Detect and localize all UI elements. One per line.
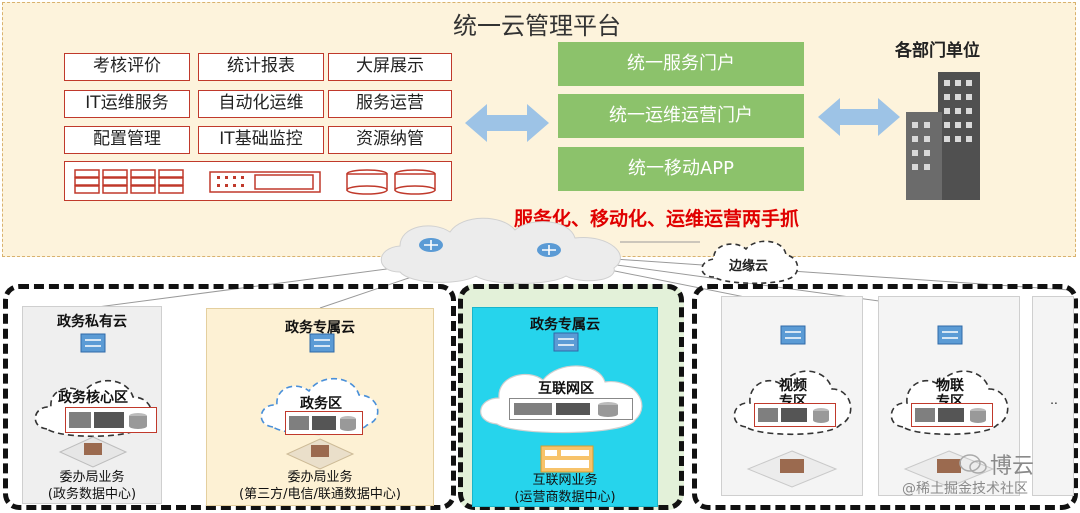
iot-zone-label-line1: 物联	[936, 378, 964, 394]
function-it-ops-service: IT运维服务	[64, 90, 190, 118]
internet-caption-line1: 互联网业务	[532, 473, 598, 488]
special-zone-group	[692, 284, 1078, 510]
iot-datacenter-platform-icon	[903, 450, 995, 488]
function-it-monitoring: IT基础监控	[198, 126, 324, 154]
gov-core-hardware	[65, 407, 157, 433]
double-arrow-right-icon	[818, 98, 900, 136]
iot-zone-hardware	[911, 403, 993, 427]
datacenter-platform-icon	[285, 438, 355, 470]
hardware-icons	[289, 416, 356, 431]
additional-zone-panel: ..	[1032, 296, 1074, 496]
function-automated-ops: 自动化运维	[198, 90, 324, 118]
internet-zone-hardware	[509, 398, 633, 420]
internet-dedicated-cloud-title: 政务专属云	[530, 317, 600, 333]
wechat-icon	[959, 454, 987, 474]
function-big-screen: 大屏展示	[328, 53, 452, 81]
gov-zone-hardware	[285, 411, 363, 435]
portal-unified-mobile-app: 统一移动APP	[558, 147, 804, 191]
hardware-icons	[69, 412, 147, 429]
hardware-icons	[514, 402, 618, 417]
function-config-management: 配置管理	[64, 126, 190, 154]
gov-private-caption-line2: (政务数据中心)	[47, 487, 137, 502]
video-zone-panel: 视频 专区	[721, 296, 863, 496]
hardware-strip	[64, 161, 452, 201]
internet-zone-label: 互联网区	[538, 381, 594, 397]
portal-unified-service: 统一服务门户	[558, 42, 804, 86]
hardware-icons	[74, 169, 436, 195]
gov-dedicated-caption-line2: (第三方/电信/联通数据中心)	[239, 487, 401, 502]
router-icon	[537, 243, 561, 257]
double-arrow-left-icon	[465, 104, 549, 142]
internet-service-icon	[540, 445, 594, 473]
building-icon	[906, 72, 980, 200]
internet-dedicated-cloud-panel: 政务专属云 互联网区 互联网业务 (运营商数据中心)	[472, 307, 658, 507]
internet-caption-line2: (运营商数据中心)	[514, 490, 616, 505]
function-evaluation: 考核评价	[64, 53, 190, 81]
gov-dedicated-caption-line1: 委办局业务	[287, 470, 353, 485]
more-zones-ellipsis: ..	[1050, 393, 1058, 407]
platform-title: 统一云管理平台	[453, 12, 621, 40]
gov-private-cloud-panel: 政务私有云 政务核心区 委办局业务 (政务数据中心)	[22, 306, 162, 504]
portal-unified-ops: 统一运维运营门户	[558, 94, 804, 138]
edge-cloud-label: 边缘云	[729, 259, 769, 274]
watermark-brand: 博云	[990, 454, 1035, 479]
router-icon	[419, 238, 443, 252]
switch-icon	[780, 325, 806, 345]
iot-zone-panel: 物联 专区	[878, 296, 1020, 496]
gov-zone-group	[3, 284, 456, 510]
department-label: 各部门单位	[895, 41, 980, 61]
switch-icon	[309, 333, 335, 353]
video-zone-label-line1: 视频	[779, 378, 807, 394]
switch-icon	[553, 332, 579, 352]
gov-private-cloud-title: 政务私有云	[57, 314, 127, 330]
gov-zone-label: 政务区	[300, 396, 342, 412]
gov-private-caption-line1: 委办局业务	[59, 470, 125, 485]
slogan: 服务化、移动化、运维运营两手抓	[514, 208, 800, 230]
function-statistics-report: 统计报表	[198, 53, 324, 81]
edge-cloud-shape	[701, 240, 799, 285]
core-network-cloud	[380, 217, 621, 284]
switch-icon	[80, 333, 106, 353]
hardware-icons	[758, 408, 829, 423]
switch-icon	[937, 325, 963, 345]
video-zone-hardware	[754, 403, 836, 427]
datacenter-platform-icon	[58, 436, 128, 468]
hardware-icons	[915, 408, 986, 423]
video-datacenter-platform-icon	[746, 450, 838, 488]
gov-dedicated-cloud-panel: 政务专属云 政务区 委办局业务 (第三方/电信/联通数据中心)	[206, 308, 434, 506]
function-service-operation: 服务运营	[328, 90, 452, 118]
watermark-source: @稀土掘金技术社区	[902, 481, 1028, 497]
gov-core-zone-label: 政务核心区	[58, 390, 128, 406]
gov-dedicated-cloud-title: 政务专属云	[285, 320, 355, 336]
function-resource-management: 资源纳管	[328, 126, 452, 154]
